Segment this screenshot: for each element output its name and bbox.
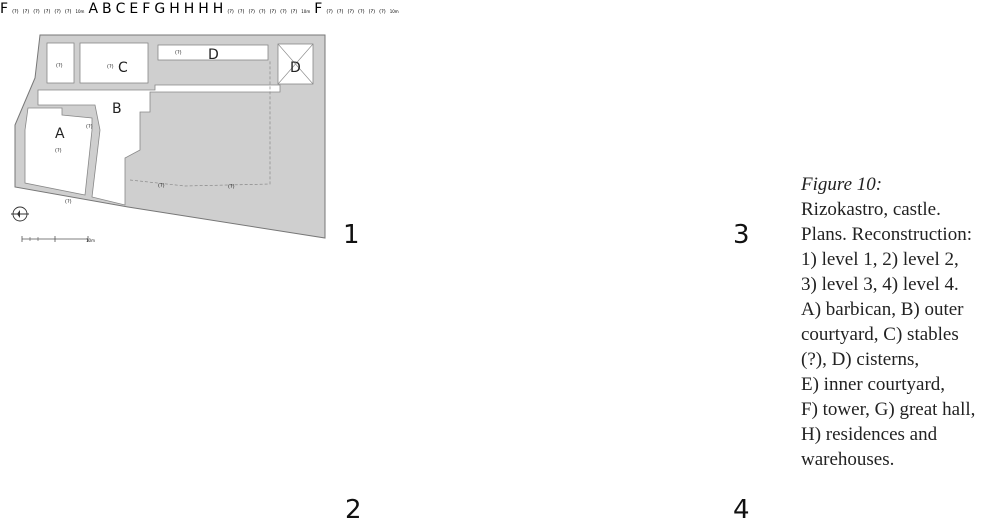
plan-3-label-f: F [0,1,9,17]
plan-4-number: 4 [733,495,750,525]
caption-line: Plans. Reconstruction: [801,224,972,245]
plan-2-number: 2 [345,495,362,525]
plan-2-label-h1: H [169,1,180,17]
plan-2-label-h4: H [212,1,224,17]
plan-1-label-d2: D [290,60,301,76]
svg-text:(?): (?) [65,199,72,205]
plan-4-label-f: F [314,1,323,17]
caption-line: 1) level 1, 2) level 2, [801,249,959,270]
plan-2-north-arrow-icon: 10m [301,0,314,17]
plan-2-label-e: E [129,1,139,17]
plan-3-north-arrow-icon: 10m [75,0,88,17]
caption-line: warehouses. [801,449,895,470]
figure-caption: Figure 10: Rizokastro, castle. Plans. Re… [801,172,997,472]
plan-3-tower: F (?) (?) (?) (?) (?) (?) 10m [0,0,88,17]
plan-1-room-c [79,42,149,84]
plan-2-label-a: A [88,1,99,17]
svg-text:(?): (?) [107,64,114,70]
caption-line: 3) level 3, 4) level 4. [801,274,959,295]
caption-line: A) barbican, B) outer [801,299,964,320]
plan-1-scale-bar [21,235,89,243]
plan-2-label-h2: H [183,1,195,17]
plan-2-walls: A B C E F G H H H H (?) (?) (?) (?) (?) … [88,0,314,17]
plan-3-number: 3 [733,220,750,250]
plan-3-scale-bar: 10m [75,9,85,14]
svg-text:(?): (?) [56,63,63,69]
plan-1-label-c: C [118,60,128,76]
caption-line: H) residences and [801,424,938,445]
caption-line: F) tower, G) great hall, [801,399,976,420]
plan-2-label-b: B [102,1,112,17]
svg-text:(?): (?) [86,124,93,130]
svg-text:10m: 10m [86,238,95,243]
plan-2-scale-bar: 10m [301,9,311,14]
svg-text:(?): (?) [175,50,182,56]
caption-line: Rizokastro, castle. [801,199,941,220]
plan-1-north-arrow-icon [10,206,30,222]
plan-2-label-f: F [142,1,151,17]
plan-1-barbican-a [24,107,93,196]
plan-2-label-g: G [154,1,166,17]
plan-1-cistern-d [157,44,269,61]
plan-1-number: 1 [343,220,360,250]
caption-line: (?), D) cisterns, [801,349,920,370]
plan-2-label-c: C [115,1,126,17]
caption-line: courtyard, C) stables [801,324,959,345]
plan-1: A B C D D (?) (?) (?) (?) (?) (?) (?) (?… [10,34,326,243]
plan-1-label-a: A [55,126,65,142]
svg-text:(?): (?) [158,183,165,189]
plan-4-scale-bar: 10m [389,9,399,14]
plan-1-label-b: B [112,101,122,117]
caption-title: Figure 10: [801,174,883,195]
caption-line: E) inner courtyard, [801,374,946,395]
svg-text:(?): (?) [228,184,235,190]
plan-1-courtyard-b [37,84,281,206]
plan-4-north-arrow-icon: 10m [390,0,399,17]
plan-1-room-c-left [46,42,75,84]
plan-4-tower: F (?) (?) (?) (?) (?) (?) 10m [314,0,399,17]
plan-1-label-d1: D [208,47,219,63]
plan-2-label-h3: H [198,1,209,17]
svg-text:(?): (?) [55,148,62,154]
